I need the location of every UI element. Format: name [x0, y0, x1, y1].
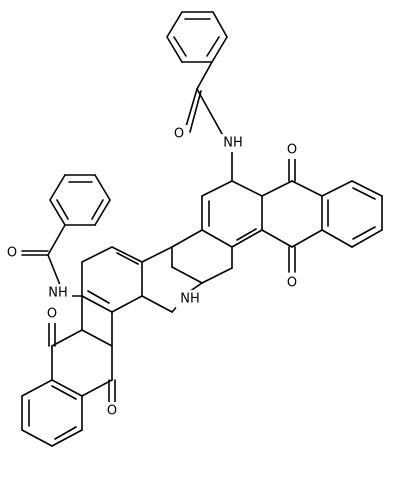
atom-o-benzoyl-left: O [7, 246, 17, 261]
atom-o-quinone-bottom-a: O [47, 307, 57, 322]
atom-o-quinone-top-a: O [287, 143, 297, 158]
atom-nh-carbazole: NH [180, 292, 200, 307]
atom-nh-amide-top: NH [223, 136, 243, 151]
atom-o-quinone-top-b: O [287, 276, 297, 291]
bond-lines [21, 11, 383, 447]
atom-o-benzoyl-top: O [174, 127, 184, 142]
atom-o-quinone-bottom-b: O [107, 404, 117, 419]
atom-labels: O NH O O O NH NH O O [3, 125, 301, 420]
atom-nh-amide-left: NH [48, 286, 68, 301]
